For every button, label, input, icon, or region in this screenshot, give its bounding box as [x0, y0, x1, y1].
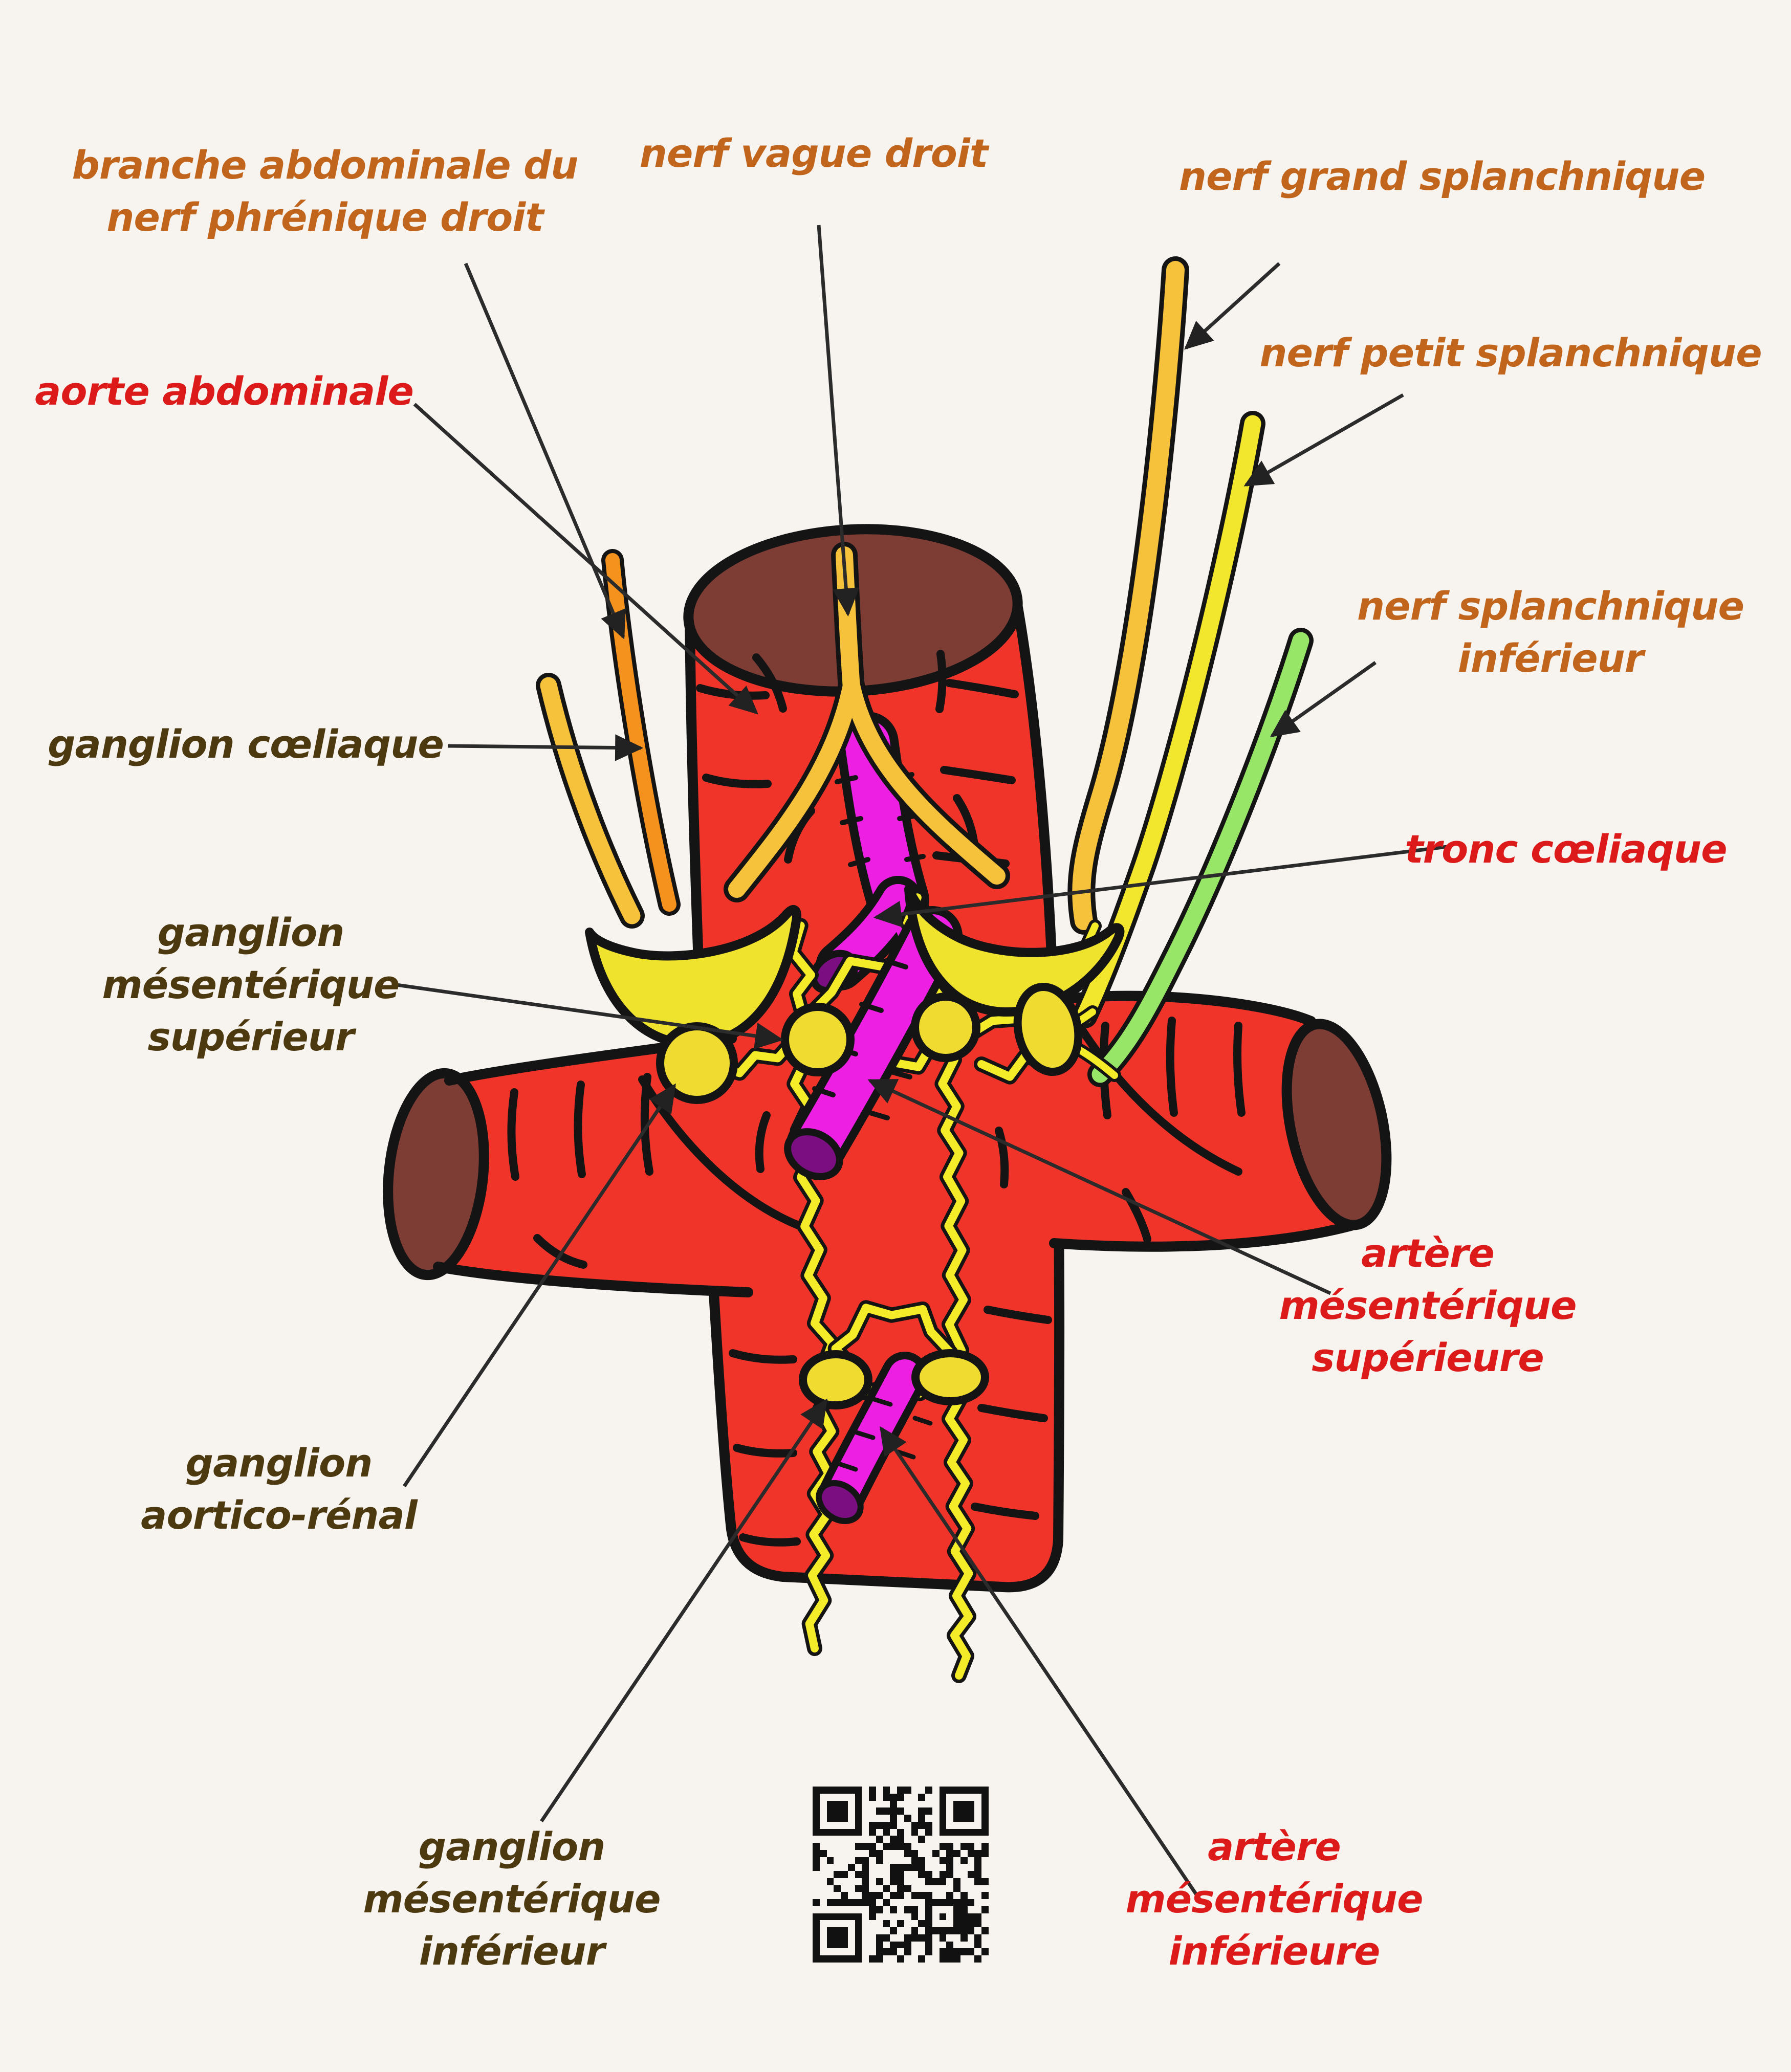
label-ganglion-coeliaque: ganglion cœliaque	[48, 721, 444, 767]
leader-artere-mesenterique-superieure	[867, 1078, 1331, 1295]
label-artere-mesenterique-superieure: artère mésentérique supérieure	[1279, 1230, 1577, 1380]
leader-ganglion-aortico-renal	[403, 1083, 676, 1487]
label-tronc-coeliaque: tronc cœliaque	[1405, 826, 1727, 872]
leader-ganglion-coeliaque	[447, 734, 644, 761]
greater-splanchnic-nerve	[1067, 256, 1189, 935]
label-ganglion-aortico-renal: ganglion aortico-rénal	[141, 1440, 418, 1538]
leader-nerf-vague	[817, 225, 860, 617]
label-nerf-petit-splanchnique: nerf petit splanchnique	[1259, 330, 1762, 376]
left-celiac-ganglion	[585, 905, 801, 1049]
inferior-mesenteric-ganglion-left	[799, 1350, 872, 1409]
leader-tronc-coeliaque	[873, 845, 1448, 928]
qr-code	[813, 1787, 989, 1963]
label-artere-mesenterique-inferieure: artère mésentérique inférieure	[1125, 1824, 1423, 1974]
right-renal-cut-face	[1281, 1019, 1392, 1230]
leader-splanchnique-inferieur	[1270, 661, 1377, 738]
ima-cut-face	[816, 1480, 864, 1524]
leader-ganglion-mesenterique-superieur	[396, 983, 784, 1049]
superior-mesenteric-artery	[784, 906, 963, 1180]
right-renal-artery	[1034, 990, 1392, 1252]
inferior-mesenteric-ganglion-right	[911, 1349, 989, 1405]
leader-petit-splanchnique	[1243, 393, 1404, 487]
left-renal-cut-face	[383, 1068, 489, 1281]
leader-branche-abdominale	[464, 262, 626, 640]
label-aorte-abdominale: aorte abdominale	[35, 368, 414, 414]
left-splanchnic-strand	[536, 673, 645, 929]
inferior-mesenteric-artery	[816, 1352, 933, 1524]
leader-grand-splanchnique	[1184, 262, 1281, 350]
label-ganglion-mesenterique-inferieur: ganglion mésentérique inférieur	[363, 1824, 661, 1974]
label-nerf-grand-splanchnique: nerf grand splanchnique	[1178, 153, 1706, 199]
ganglion-node-right	[911, 993, 980, 1062]
label-branche-abdominale-nerf-phrenique-droit: branche abdominale du nerf phrénique dro…	[72, 142, 579, 240]
label-ganglion-mesenterique-superieur: ganglion mésentérique supérieur	[102, 910, 400, 1060]
leader-lines	[396, 225, 1448, 1903]
ganglion-node-far-right	[1013, 982, 1083, 1076]
phrenic-nerve-abdominal-branch	[601, 549, 681, 916]
sma-cut-face	[784, 1128, 843, 1180]
label-nerf-splanchnique-inferieur: nerf splanchnique inférieur	[1357, 583, 1744, 681]
ganglia-nodes	[656, 982, 1083, 1409]
leader-artere-mesenterique-inferieure	[880, 1426, 1203, 1903]
leader-ganglion-mesenterique-inferieur	[540, 1398, 827, 1822]
superior-mesenteric-ganglion	[781, 1003, 855, 1076]
label-nerf-vague-droit: nerf vague droit	[639, 130, 988, 176]
leader-aorte-abdominale	[413, 403, 758, 715]
